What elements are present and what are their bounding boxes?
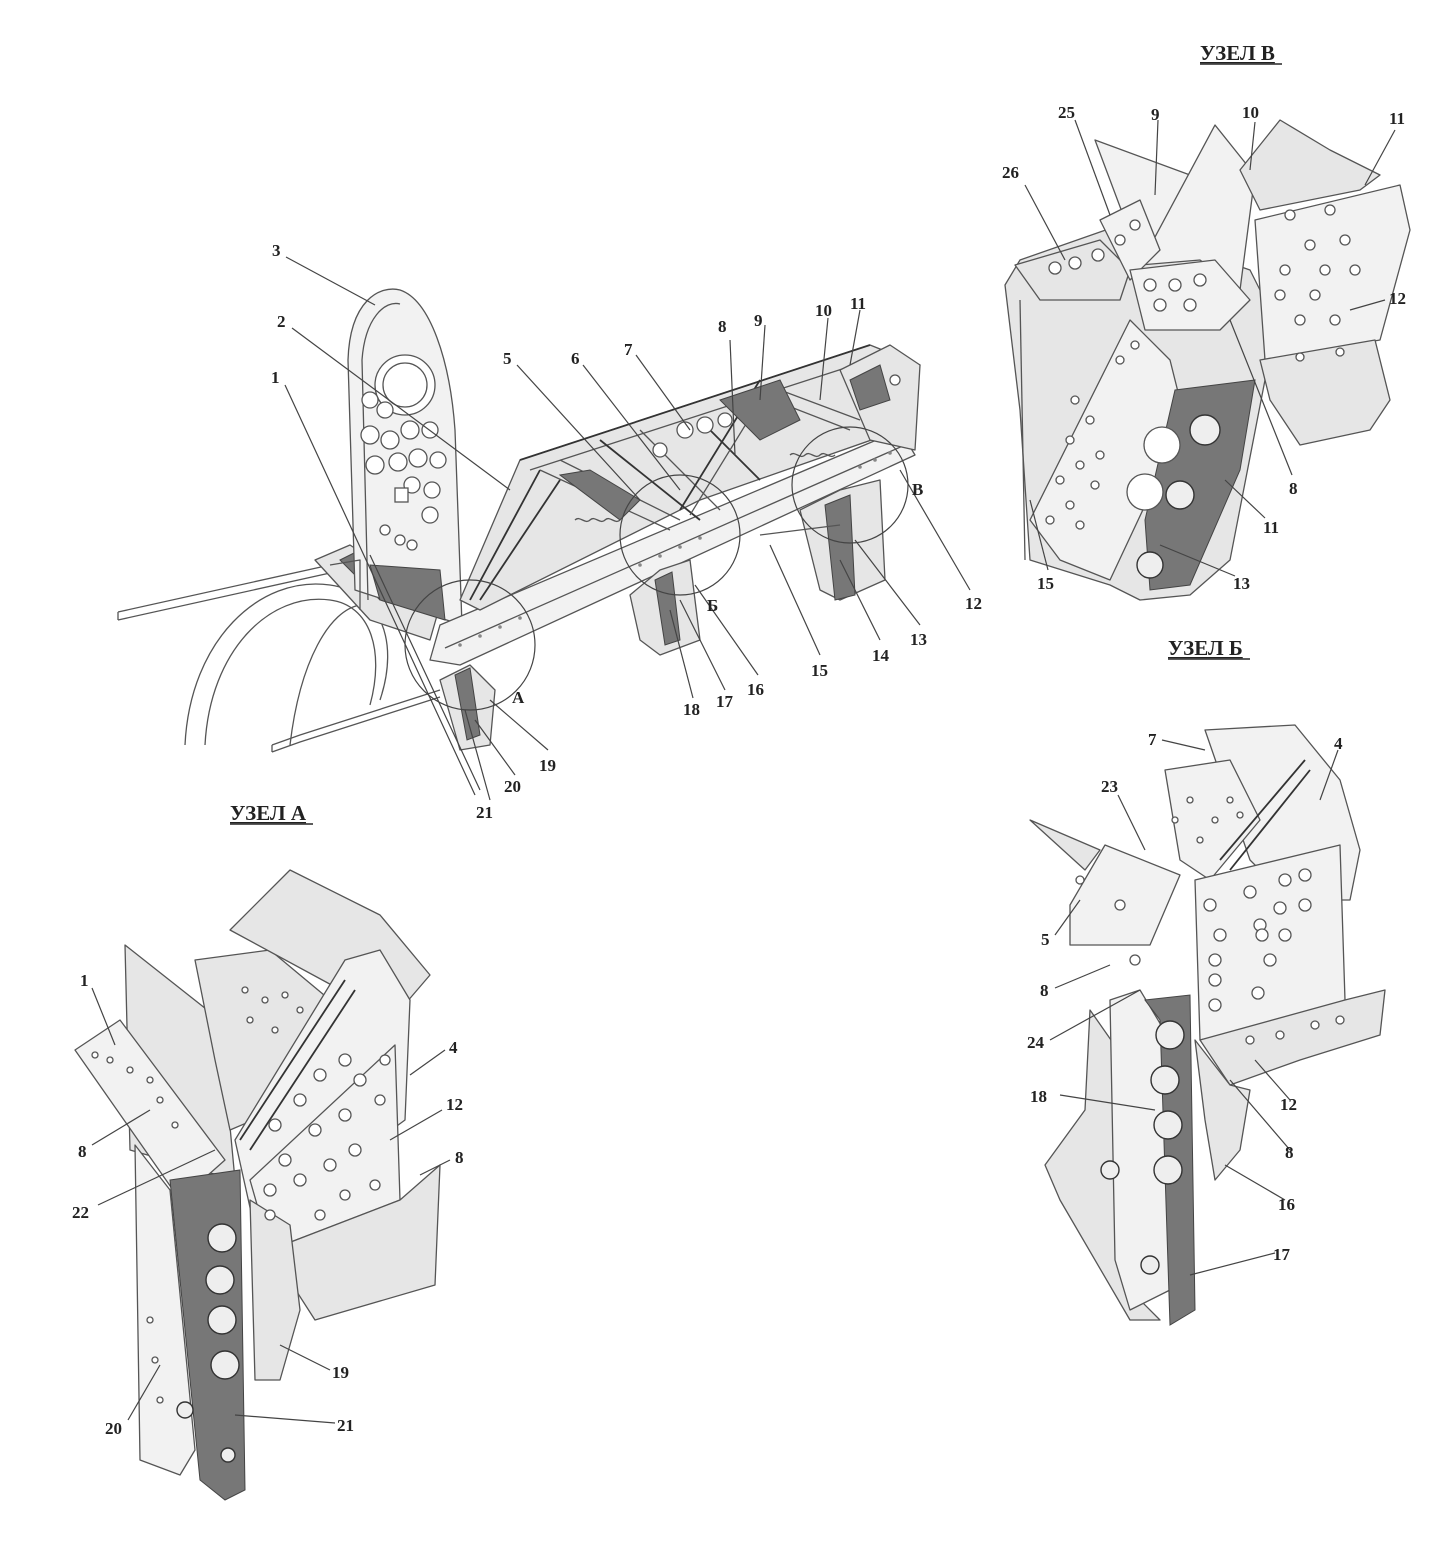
main-callouts: 3 2 1 5 6 7 8 9 10 11 12 13 14 15 16 17 … (271, 241, 982, 822)
callout-main-6: 6 (571, 349, 580, 368)
main-assembly-drawing (117, 288, 921, 753)
callout-main-5: 5 (503, 349, 512, 368)
callout-main-19: 19 (539, 756, 556, 775)
callout-main-9: 9 (754, 311, 763, 330)
callout-main-2: 2 (277, 312, 286, 331)
callout-v-25: 25 (1058, 103, 1075, 122)
callout-main-21: 21 (476, 803, 493, 822)
callout-a-22: 22 (72, 1203, 89, 1222)
title-node-a: УЗЕЛ А (230, 801, 307, 825)
node-v-rivets (1045, 204, 1361, 530)
node-b-rivets (1075, 796, 1345, 1045)
callout-a-12: 12 (446, 1095, 463, 1114)
callout-b-24: 24 (1027, 1033, 1045, 1052)
callout-main-17: 17 (716, 692, 734, 711)
callout-a-8-left: 8 (78, 1142, 87, 1161)
callout-a-4: 4 (449, 1038, 458, 1057)
callout-b-16: 16 (1278, 1195, 1295, 1214)
node-a-callouts: 1 4 12 8 8 22 19 20 21 (72, 971, 464, 1438)
callout-main-15: 15 (811, 661, 828, 680)
callout-b-7: 7 (1148, 730, 1157, 749)
callout-a-8-right: 8 (455, 1148, 464, 1167)
node-b-callouts: 7 4 23 5 8 24 18 12 8 16 17 (1027, 730, 1343, 1264)
callout-main-12: 12 (965, 594, 982, 613)
callout-b-17: 17 (1273, 1245, 1291, 1264)
callout-main-14: 14 (872, 646, 890, 665)
node-a-leader-lines (91, 987, 451, 1424)
callout-b-8-right: 8 (1285, 1143, 1294, 1162)
callout-main-A: А (512, 688, 525, 707)
detail-circle-v (791, 426, 909, 544)
node-b-drawing (1029, 724, 1386, 1326)
callout-v-10: 10 (1242, 103, 1259, 122)
callout-v-11-bottom: 11 (1263, 518, 1279, 537)
callout-b-5: 5 (1041, 930, 1050, 949)
node-v-leader-lines (1024, 119, 1396, 577)
callout-b-8-left: 8 (1040, 981, 1049, 1000)
callout-b-4: 4 (1334, 734, 1343, 753)
node-v-drawing (1004, 119, 1411, 601)
callout-main-3: 3 (272, 241, 281, 260)
node-v-callouts: 25 9 10 11 26 12 8 11 15 13 (1002, 103, 1406, 593)
callout-main-20: 20 (504, 777, 521, 796)
callout-a-1: 1 (80, 971, 89, 990)
longeron-rivets (458, 451, 892, 647)
callout-a-20: 20 (105, 1419, 122, 1438)
truss-members (469, 379, 861, 601)
node-a-bolts (176, 1223, 240, 1463)
callout-main-7: 7 (624, 340, 633, 359)
callout-v-12: 12 (1389, 289, 1406, 308)
callout-main-16: 16 (747, 680, 764, 699)
callout-b-18: 18 (1030, 1087, 1047, 1106)
detail-circle-b (619, 474, 741, 596)
callout-v-15: 15 (1037, 574, 1054, 593)
callout-a-21: 21 (337, 1416, 354, 1435)
callout-b-23: 23 (1101, 777, 1118, 796)
callout-main-13: 13 (910, 630, 927, 649)
main-leader-lines (284, 256, 971, 801)
callout-v-26: 26 (1002, 163, 1019, 182)
node-b-leader-lines (1049, 739, 1339, 1276)
callout-main-11: 11 (850, 294, 866, 313)
frame-lightening-holes (360, 391, 447, 551)
title-node-v: УЗЕЛ В (1200, 41, 1275, 65)
callout-v-11-top: 11 (1389, 109, 1405, 128)
callout-main-V: В (912, 480, 923, 499)
node-a-drawing (74, 869, 441, 1501)
callout-main-1: 1 (271, 368, 280, 387)
callout-main-18: 18 (683, 700, 700, 719)
node-b-bolts (1100, 1020, 1185, 1275)
node-v-bolts (1126, 414, 1221, 579)
callout-v-9: 9 (1151, 105, 1160, 124)
title-node-b: УЗЕЛ Б (1168, 636, 1243, 660)
callout-main-10: 10 (815, 301, 832, 320)
node-a-rivets (91, 986, 391, 1404)
callout-b-12: 12 (1280, 1095, 1297, 1114)
callout-a-19: 19 (332, 1363, 349, 1382)
callout-main-B: Б (707, 596, 718, 615)
callout-main-8: 8 (718, 317, 727, 336)
callout-v-8: 8 (1289, 479, 1298, 498)
callout-v-13: 13 (1233, 574, 1250, 593)
